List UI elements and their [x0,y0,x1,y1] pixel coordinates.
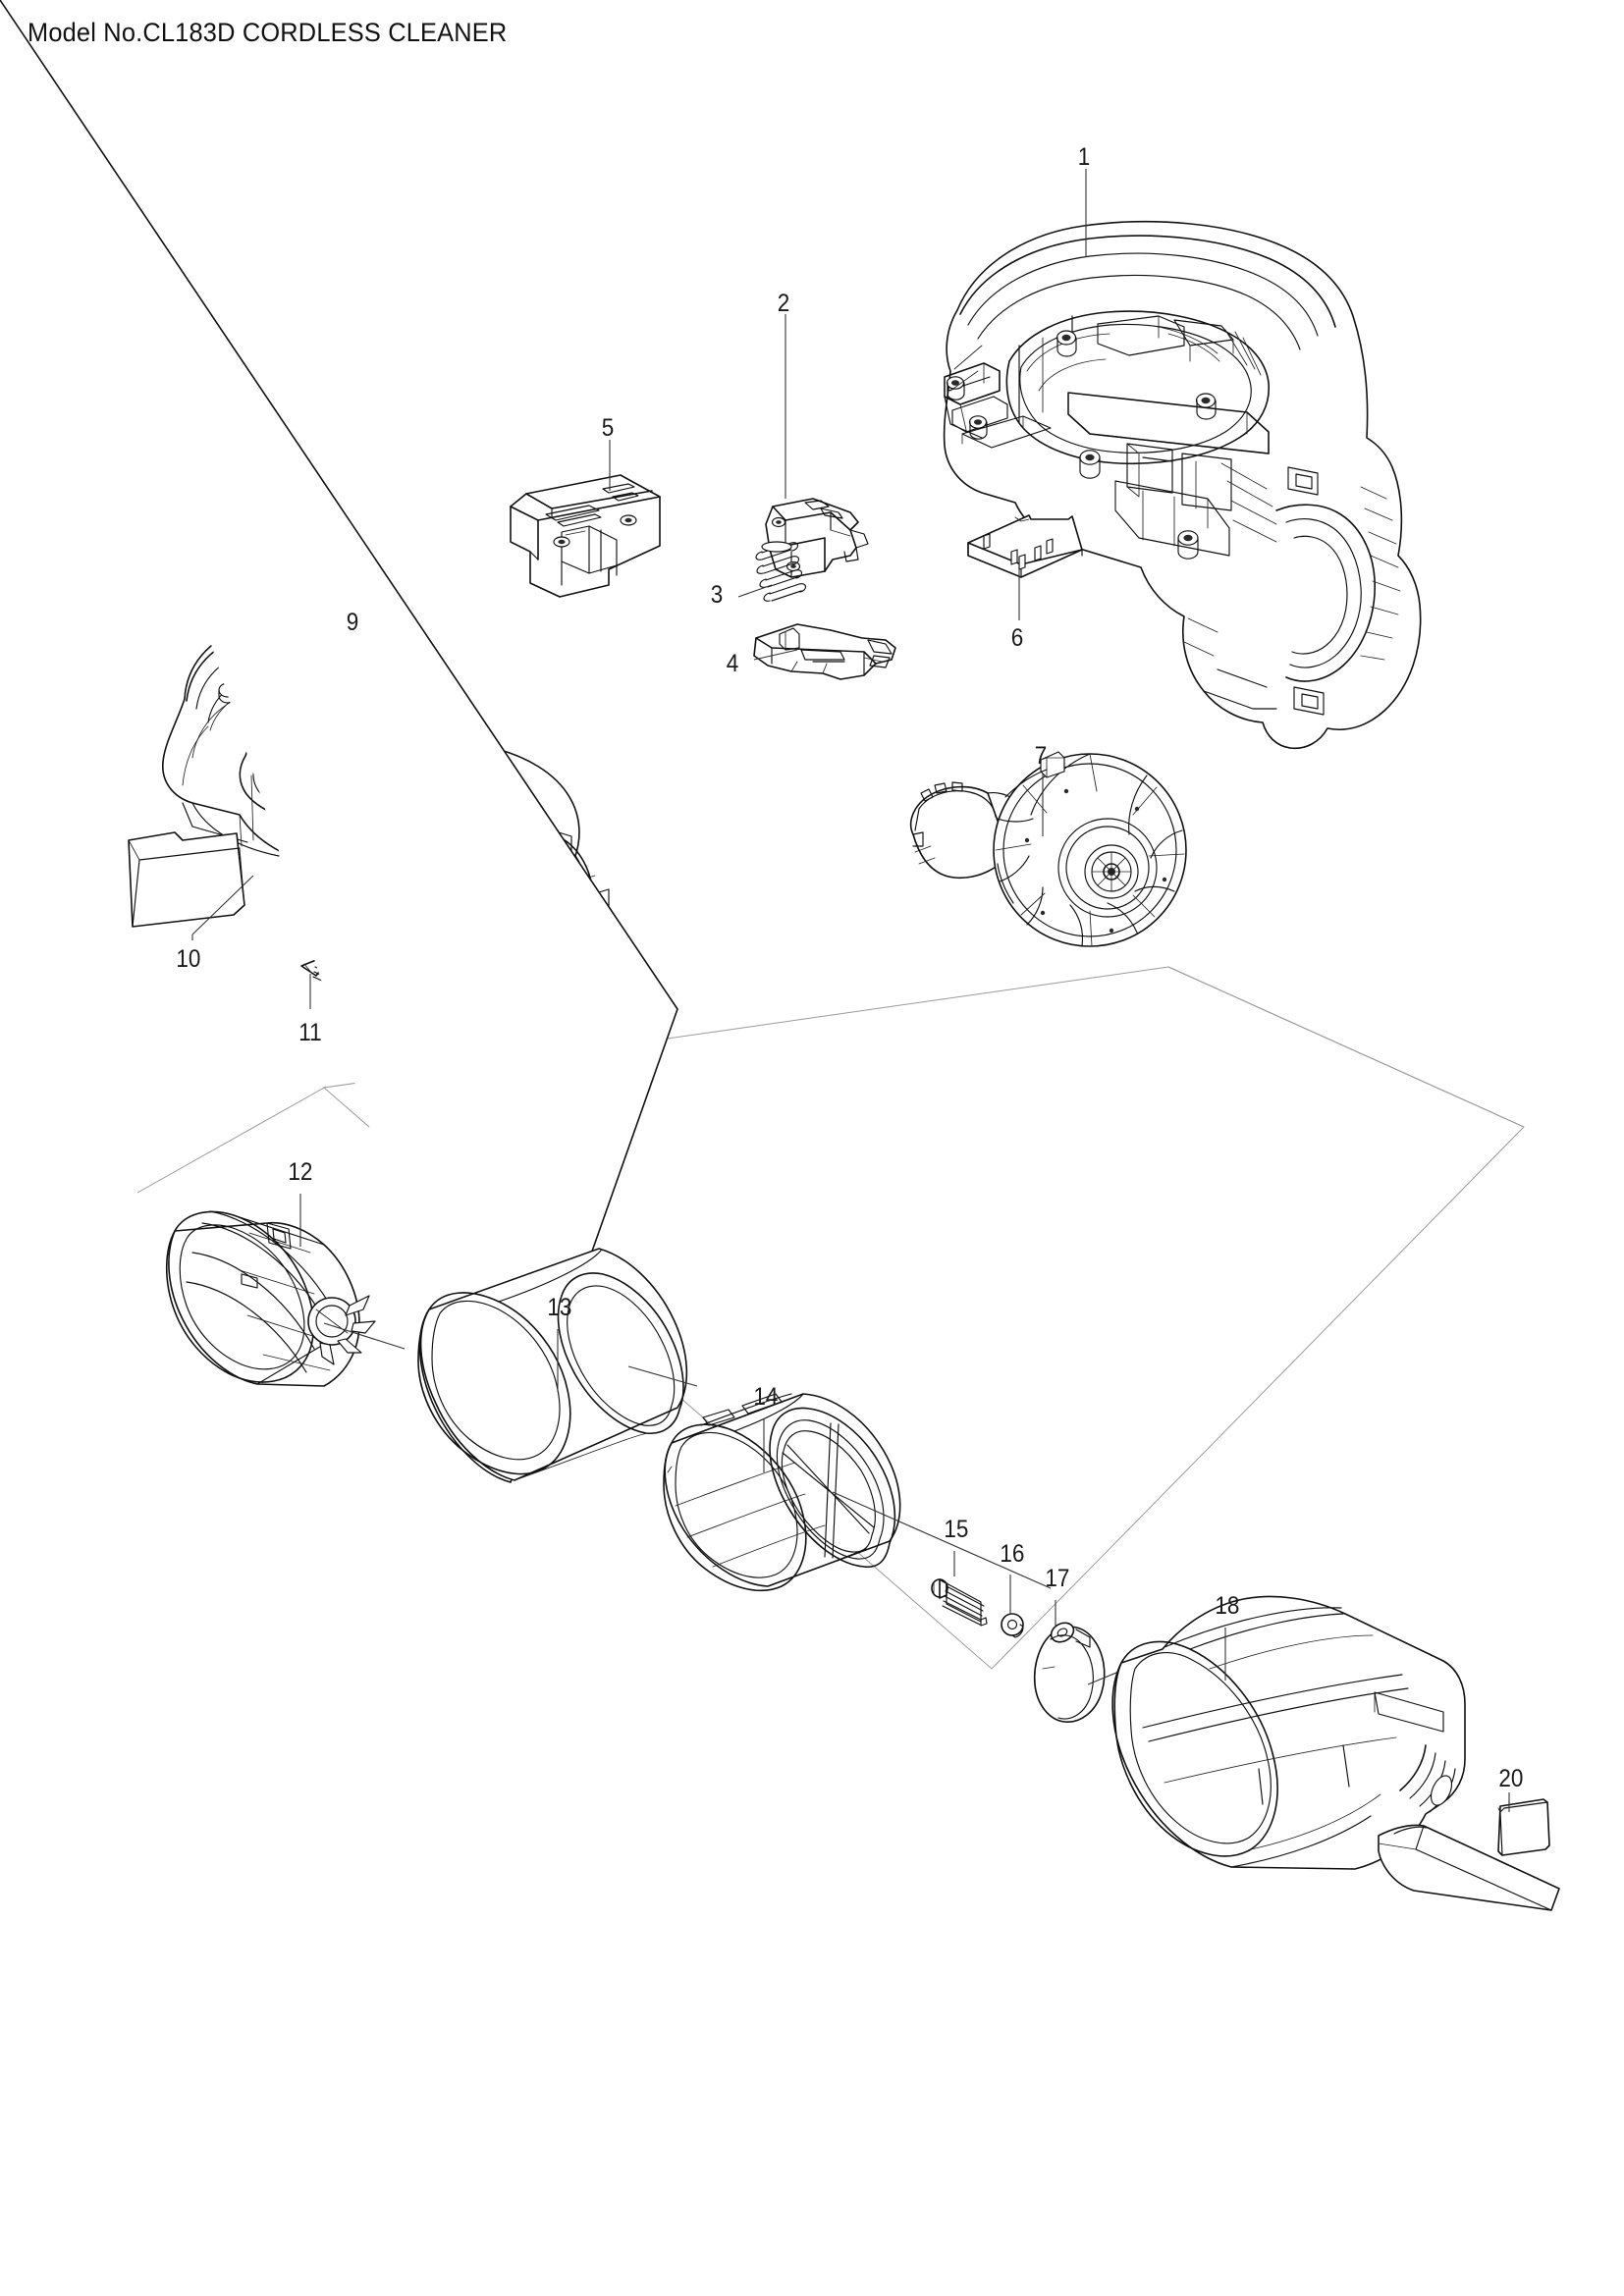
part-13-cloth-cone-filter [0,0,688,1483]
leader-line-10 [191,875,254,935]
callout-9: 9 [346,609,359,636]
callout-12: 12 [288,1158,313,1186]
part-20-caution-label [1497,1798,1550,1856]
leader-line-13b [627,1365,698,1387]
part-2-switch [765,498,869,578]
callout-3: 3 [710,581,724,609]
cage-hub-fins [319,1295,376,1365]
part-6-controller-circuit-board [967,514,1083,578]
callout-13: 13 [547,1294,572,1321]
callout-17: 17 [1045,1565,1070,1592]
part-3-compression-spring [755,541,807,602]
callout-20: 20 [1498,1765,1524,1792]
callout-16: 16 [1000,1540,1025,1568]
callout-6: 6 [1010,624,1024,652]
part-5-battery-terminal-block [510,474,661,598]
leader-line-14b [832,1491,1052,1589]
part-4-trigger-lever [753,623,896,680]
leader-line-3 [737,584,773,598]
impeller-blades [997,753,1183,947]
callout-15: 15 [944,1516,969,1543]
callout-7: 7 [1034,742,1048,770]
callout-11: 11 [298,1019,322,1046]
page-title: Model No.CL183D CORDLESS CLEANER [27,18,508,47]
part-14-prefilter-cylinder [663,1393,901,1592]
screw-boss [1056,330,1077,357]
part-18-dust-case-nozzle-body [1111,1595,1560,1911]
part-16-flat-washer [1001,1613,1024,1638]
callout-5: 5 [601,414,615,442]
callout-4: 4 [726,650,739,677]
pcb-components [983,533,1054,570]
callout-1: 1 [1077,143,1091,171]
callout-14: 14 [753,1383,779,1411]
callout-10: 10 [176,945,201,973]
screw-boss [946,376,965,400]
screw-boss [1195,393,1217,420]
part-12-filter-cage [165,1210,376,1387]
leader-line-4 [753,649,798,661]
screw-boss [968,415,988,440]
callout-18: 18 [1215,1592,1240,1620]
part-15-pan-head-screw [931,1578,988,1627]
callout-2: 2 [777,290,790,317]
screw-boss [1079,450,1101,479]
leader-line-12b [323,1322,406,1350]
part-10-name-plate-label [128,831,245,928]
part-1-housing-interior-half [943,220,1422,750]
part-17-retaining-cap-tab [1033,1622,1106,1723]
screw-boss [1177,530,1199,560]
part-7-motor-blower-assembly [909,751,1187,947]
